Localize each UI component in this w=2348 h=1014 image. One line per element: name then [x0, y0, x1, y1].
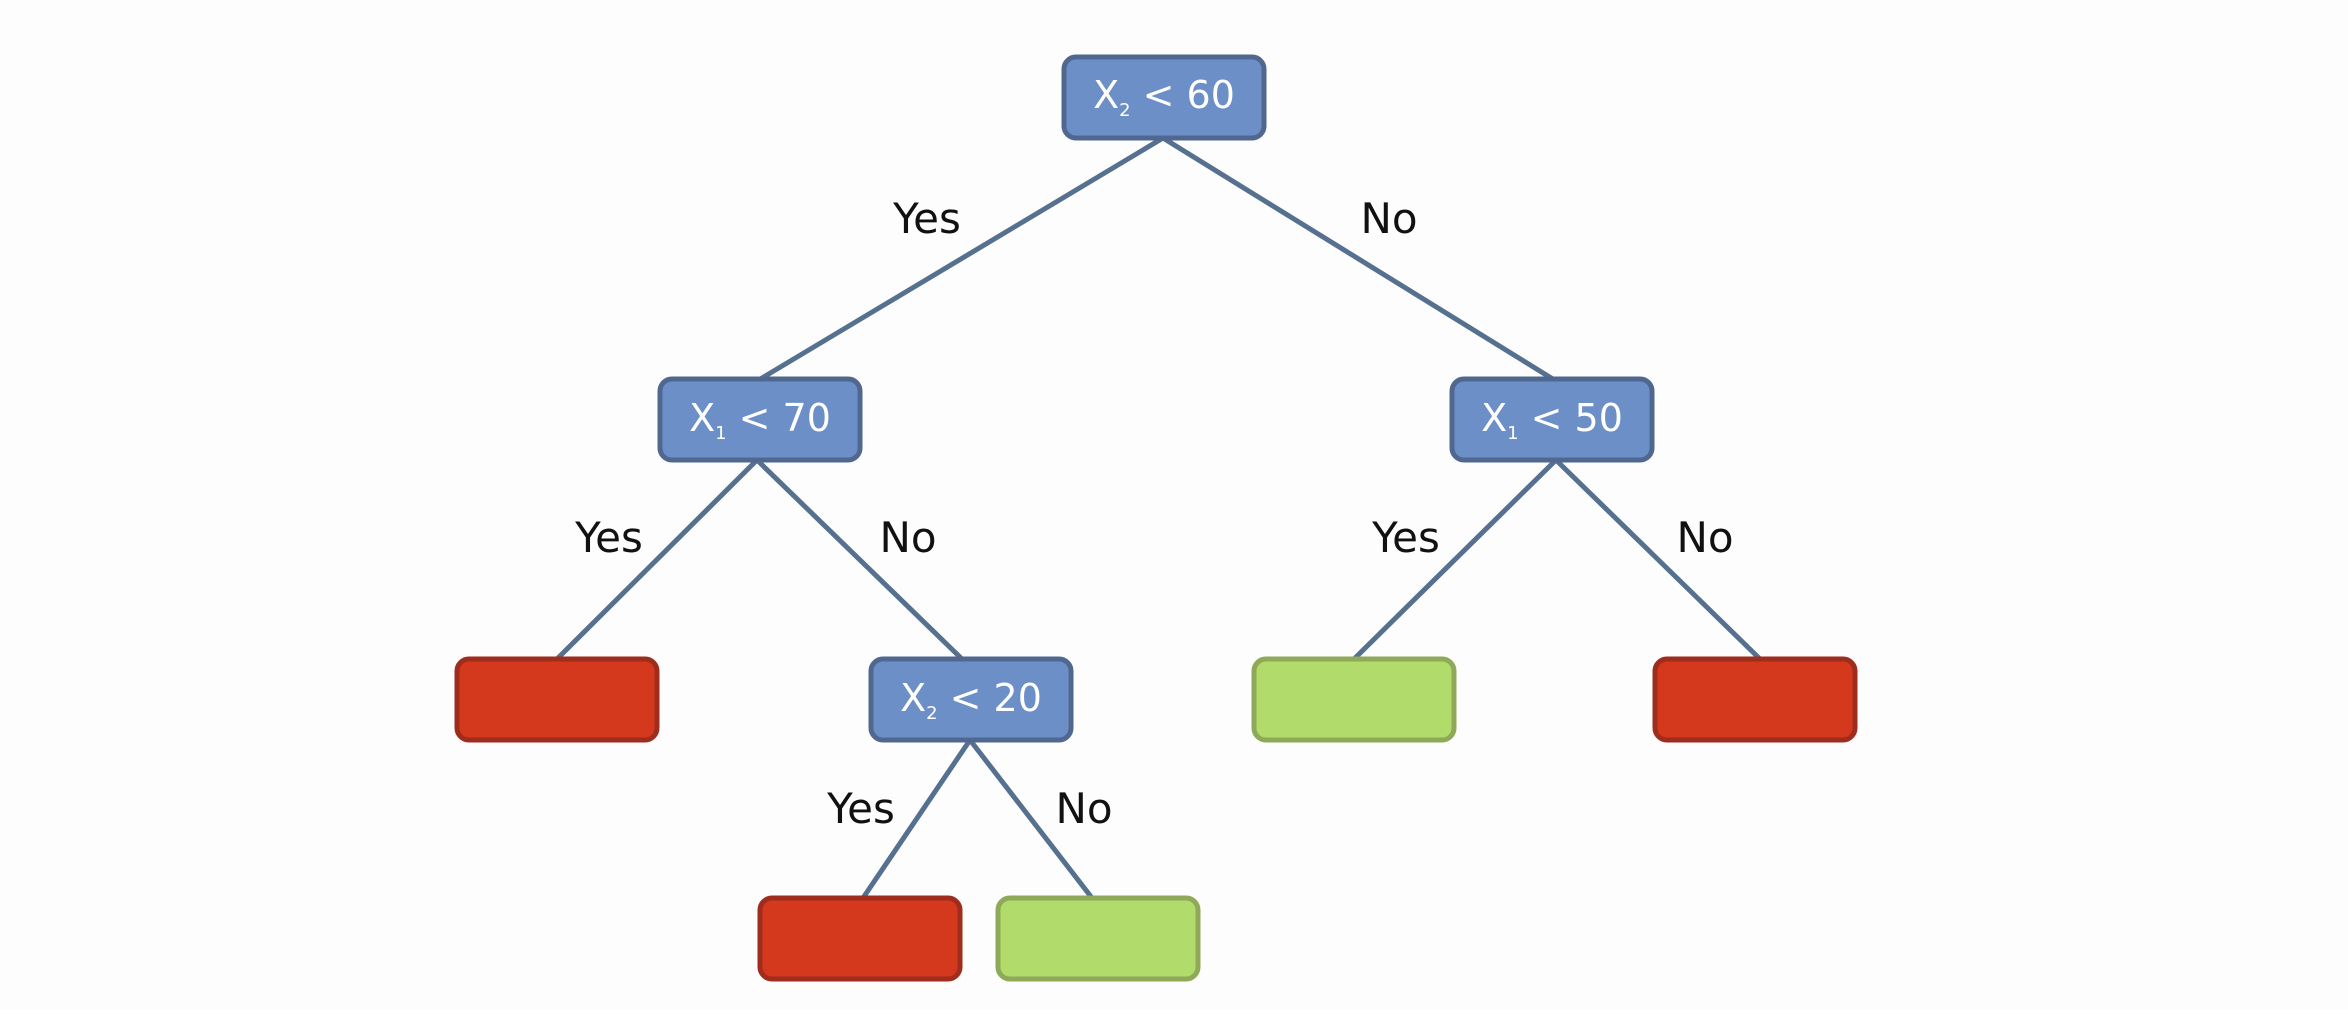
leaf-right-no: [1652, 656, 1858, 743]
node-right: X1 < 50: [1449, 376, 1655, 463]
edge-labels: Yes No Yes No Yes No Yes No: [574, 194, 1733, 833]
node-left-no-box: [868, 656, 1074, 743]
node-right-box: [1449, 376, 1655, 463]
edge-label-left-yes: Yes: [574, 513, 643, 562]
edge-left-left-no: [754, 457, 966, 663]
edge-label-left-no: No: [879, 513, 936, 562]
tree-edges: [553, 135, 1764, 901]
edge-label-right-yes: Yes: [1371, 513, 1440, 562]
edge-left-no-no: [967, 737, 1095, 901]
leaf-left-yes: [454, 656, 660, 743]
edge-label-right-no: No: [1676, 513, 1733, 562]
edge-right-right-yes: [1350, 457, 1559, 663]
node-root-box: [1061, 54, 1267, 141]
edge-root-left: [754, 135, 1166, 384]
edge-label-left-no-yes: Yes: [826, 784, 895, 833]
node-right-label: X1 < 50: [1481, 396, 1623, 444]
edge-left-no-yes: [860, 737, 973, 901]
edge-root-right: [1160, 135, 1559, 384]
node-left-no-label: X2 < 20: [900, 676, 1042, 724]
edge-label-left-no-no: No: [1055, 784, 1112, 833]
node-root: X2 < 60: [1061, 54, 1267, 141]
leaf-left-no-yes: [757, 895, 963, 982]
node-left: X1 < 70: [657, 376, 863, 463]
node-left-box: [657, 376, 863, 463]
edge-label-root-yes: Yes: [892, 194, 961, 243]
leaf-left-no-no: [995, 895, 1201, 982]
node-left-label: X1 < 70: [689, 396, 831, 444]
node-left-no: X2 < 20: [868, 656, 1074, 743]
edge-left-left-yes: [553, 457, 760, 663]
edge-label-root-no: No: [1360, 194, 1417, 243]
leaf-nodes: [454, 656, 1858, 982]
edge-right-right-no: [1553, 457, 1764, 663]
leaf-right-yes: [1251, 656, 1457, 743]
node-root-label: X2 < 60: [1093, 73, 1235, 121]
